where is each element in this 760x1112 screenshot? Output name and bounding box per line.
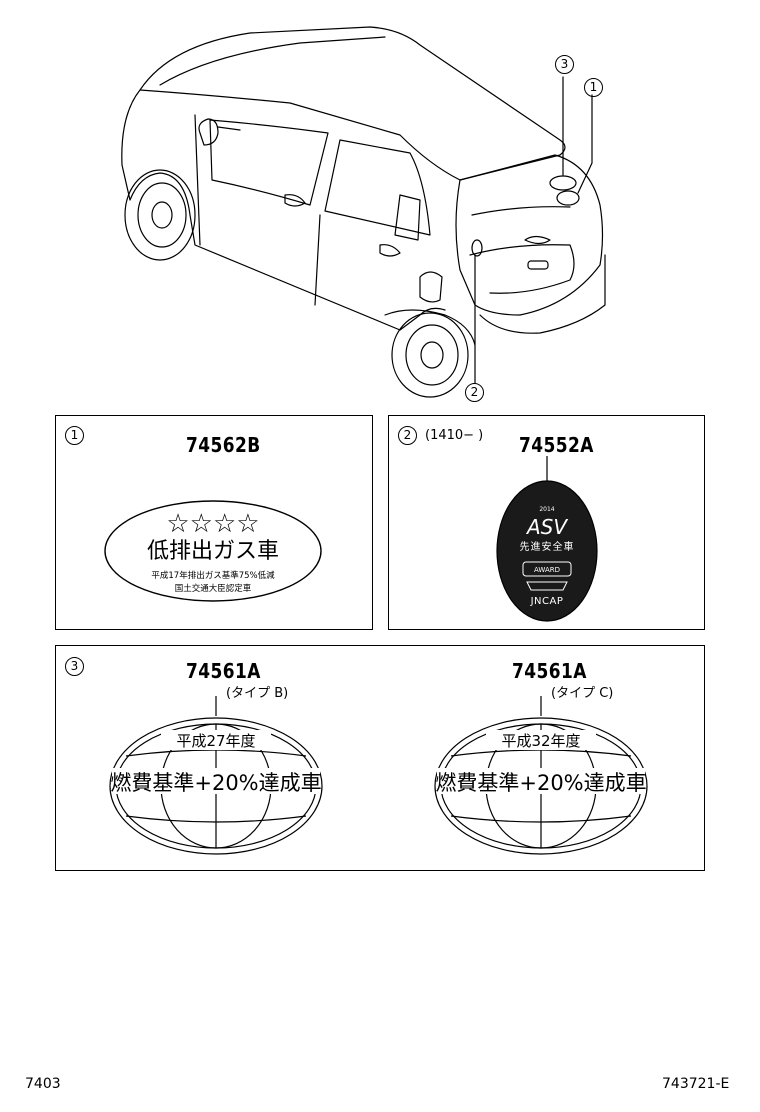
label-year: 2014 xyxy=(539,506,554,513)
type-note: (タイプ C) xyxy=(551,686,614,701)
callout-1: 1 xyxy=(584,78,603,97)
panel-fuel-economy-labels: 3 74561A (タイプ B) 平成27年度 燃費基準+20%達成車 7456… xyxy=(55,645,705,871)
callout-2: 2 xyxy=(465,383,484,402)
part-number: 74552A xyxy=(519,433,594,457)
label-title: 低排出ガス車 xyxy=(147,539,279,564)
label-title: 燃費基準+20%達成車 xyxy=(110,771,321,795)
fuel-economy-sticker-type-b: 平成27年度 燃費基準+20%達成車 xyxy=(109,696,323,855)
label-award: AWARD xyxy=(534,566,560,574)
asv-sticker: 2014 ASV 先進安全車 AWARD JNCAP xyxy=(496,456,598,622)
label-org: JNCAP xyxy=(530,596,564,607)
part-number: 74561A xyxy=(512,659,587,683)
date-range-note: (1410− ) xyxy=(425,428,484,443)
stars: ☆☆☆☆ xyxy=(166,509,259,539)
car-rear-view-illustration xyxy=(121,26,606,398)
label-year: 平成32年度 xyxy=(501,732,580,750)
footer-page-code: 7403 xyxy=(25,1076,61,1092)
label-title: 先進安全車 xyxy=(520,540,575,553)
part-number: 74561A xyxy=(186,659,261,683)
callout-3: 3 xyxy=(555,55,574,74)
panel-index: 3 xyxy=(65,657,84,676)
low-emission-sticker: ☆☆☆☆ 低排出ガス車 平成17年排出ガス基準75%低減 国土交通大臣認定車 xyxy=(104,500,322,602)
panel-index: 2 xyxy=(398,426,417,445)
panel-low-emission-label: 1 74562B ☆☆☆☆ 低排出ガス車 平成17年排出ガス基準75%低減 国土… xyxy=(55,415,373,630)
part-number: 74562B xyxy=(186,433,261,457)
label-line1: 平成17年排出ガス基準75%低減 xyxy=(151,570,275,581)
label-year: 平成27年度 xyxy=(176,732,255,750)
label-line2: 国土交通大臣認定車 xyxy=(175,583,252,594)
panel-index: 1 xyxy=(65,426,84,445)
fuel-economy-sticker-type-c: 平成32年度 燃費基準+20%達成車 xyxy=(434,696,648,855)
panel-asv-label: 2 (1410− ) 74552A 2014 ASV 先進安全車 AWARD J… xyxy=(388,415,705,630)
label-brand: ASV xyxy=(525,515,568,539)
label-title: 燃費基準+20%達成車 xyxy=(435,771,646,795)
type-note: (タイプ B) xyxy=(226,686,289,701)
footer-figure-code: 743721-E xyxy=(662,1076,730,1092)
